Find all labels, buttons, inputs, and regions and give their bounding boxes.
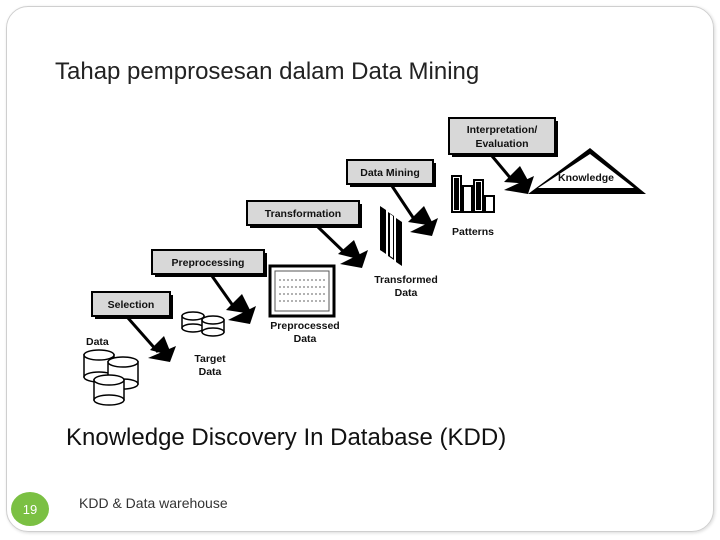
slide-title: Tahap pemprosesan dalam Data Mining <box>55 58 480 85</box>
step-data-mining-label: Data Mining <box>360 167 420 179</box>
preprocessed-data-icon <box>268 264 336 318</box>
transformed-data-icon <box>380 206 402 266</box>
step-selection: Selection <box>91 291 173 319</box>
step-preprocessing: Preprocessing <box>151 249 267 277</box>
footer-text: KDD & Data warehouse <box>79 495 228 511</box>
preprocessed-data-label-2: Data <box>294 333 317 345</box>
data-label: Data <box>86 336 109 348</box>
target-data-database-icon <box>181 311 225 337</box>
arrow-preprocessing <box>210 275 256 324</box>
knowledge-label: Knowledge <box>558 172 614 184</box>
arrow-transformation <box>316 225 368 268</box>
page-number: 19 <box>22 501 38 517</box>
slide-frame <box>6 6 714 532</box>
step-transformation-label: Transformation <box>265 208 341 220</box>
arrow-selection <box>126 317 176 362</box>
step-preprocessing-label: Preprocessing <box>172 257 245 269</box>
knowledge-icon <box>528 148 646 194</box>
patterns-label: Patterns <box>452 226 494 238</box>
transformed-data-label-1: Transformed <box>374 274 438 286</box>
target-data-label-1: Target <box>194 353 226 365</box>
step-evaluation-label: Evaluation <box>475 138 528 150</box>
page-number-badge: 19 <box>11 492 49 526</box>
step-interpretation-label: Interpretation/ <box>467 124 538 136</box>
step-transformation: Transformation <box>246 200 362 228</box>
step-data-mining: Data Mining <box>346 159 436 187</box>
arrow-data-mining <box>390 185 438 236</box>
transformed-data-label-2: Data <box>395 287 418 299</box>
step-selection-label: Selection <box>108 299 155 311</box>
target-data-label-2: Data <box>199 366 222 378</box>
diagram-caption: Knowledge Discovery In Database (KDD) <box>66 424 507 451</box>
step-interpretation-evaluation: Interpretation/ Evaluation <box>448 117 558 157</box>
arrow-interpretation <box>490 155 534 194</box>
data-database-icon <box>83 349 139 406</box>
preprocessed-data-label-1: Preprocessed <box>270 320 339 332</box>
